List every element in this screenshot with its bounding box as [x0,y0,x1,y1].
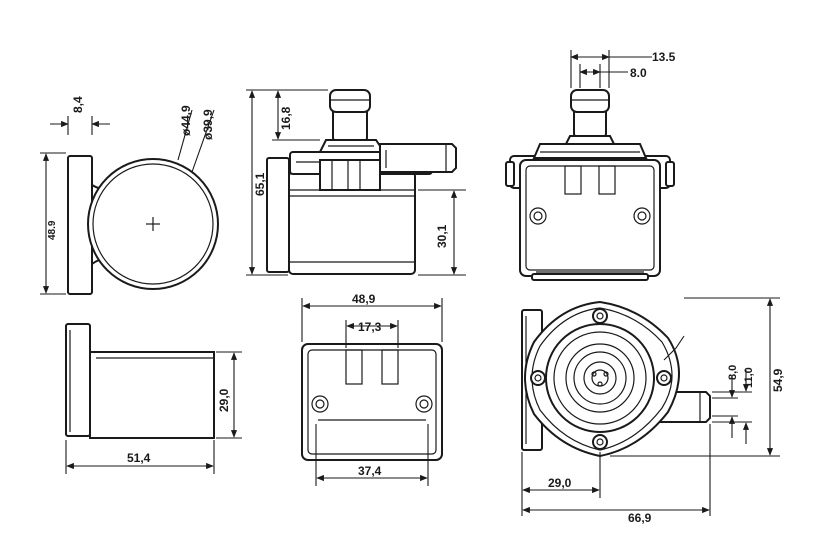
view-bracket-front [301,343,443,461]
dim-37-4: 37,4 [358,464,382,478]
dim-54-9: 54,9 [771,368,785,392]
dim-30-1: 30,1 [435,224,449,248]
dims-view-top-circle: 8,4 ø44,9 ø39,9 48.9 [40,96,215,295]
dim-16-8: 16,8 [279,106,293,130]
view-bracket-side [65,323,215,439]
view-front [266,89,457,275]
view-pump-bottom [521,300,711,458]
dim-48-9: 48,9 [352,292,376,306]
dims-view-bracket-side: 29,0 51,4 [65,351,242,474]
dims-view-pump-bottom: 54,9 11,0 8,0 29,0 66,9 [521,297,785,525]
dim-phi-44-9: ø44,9 [179,105,193,136]
dim-65-1: 65,1 [253,172,267,196]
dim-8-0-top: 8.0 [630,66,647,80]
dim-13-5: 13.5 [652,50,676,64]
dim-8-0-right: 8,0 [727,365,739,380]
dims-view-bracket-front: 48,9 17,3 37,4 [301,292,443,486]
dim-29-0-v: 29,0 [217,388,231,412]
dim-8-4: 8,4 [71,96,85,113]
dim-11-0: 11,0 [743,367,755,388]
dim-29-0-h: 29,0 [548,476,572,490]
dim-17-3: 17,3 [358,320,382,334]
dim-phi-39-9: ø39,9 [201,109,215,140]
dims-view-front: 16,8 65,1 30,1 [246,89,466,276]
dim-51-4: 51,4 [127,451,151,465]
view-side [505,89,675,281]
view-top-circle [67,155,219,295]
dims-view-side: 13.5 8.0 [570,50,676,88]
dim-66-9: 66,9 [628,511,652,525]
dim-48-9-side: 48.9 [47,220,58,240]
